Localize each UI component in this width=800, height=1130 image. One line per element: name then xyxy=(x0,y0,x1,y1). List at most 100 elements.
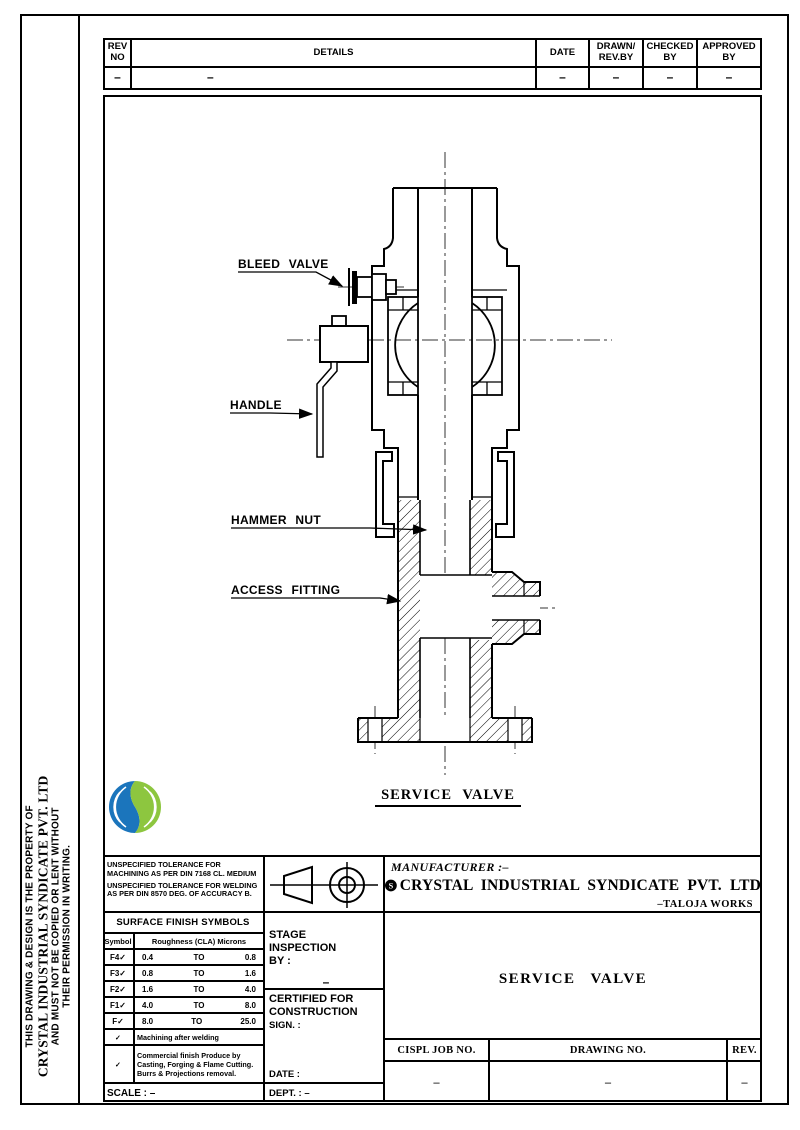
roughness-column-header: Roughness (CLA) Microns xyxy=(151,936,247,946)
max-value: 8.0 xyxy=(244,1000,256,1010)
rev-header-date: DATE xyxy=(535,40,588,68)
finish-symbol: F✓ xyxy=(103,1014,135,1028)
finish-row-f4: F4✓ 0.4 TO 0.8 xyxy=(103,950,263,966)
rev-header-drawnby: DRAWN/ REV.BY xyxy=(588,40,642,68)
min-value: 1.6 xyxy=(142,984,154,994)
left-strip-divider xyxy=(78,14,80,1105)
property-notice-line2: CRYSTAL INDUSTRIAL SYNDICATE PVT. LTD xyxy=(35,775,51,1078)
rev-header-revno: REV NO xyxy=(105,40,130,68)
drawing-caption: SERVICE VALVE xyxy=(375,787,521,807)
sep: TO xyxy=(193,952,205,962)
job-table-values: – – – xyxy=(385,1062,761,1102)
sheet-outer-border xyxy=(20,14,789,1105)
works-label: –TALOJA WORKS xyxy=(657,899,753,910)
projection-symbol-cell xyxy=(265,857,383,913)
label-access-fitting: ACCESS FITTING xyxy=(231,583,340,597)
approval-block: STAGE INSPECTION BY : – CERTIFIED FOR CO… xyxy=(265,855,385,1102)
rev-value-revno: – xyxy=(114,70,121,85)
rev-header-checkedby: CHECKED BY xyxy=(642,40,696,68)
centerlines xyxy=(287,152,612,775)
sep: TO xyxy=(193,984,205,994)
tolerance-note-machining: UNSPECIFIED TOLERANCE FOR MACHINING AS P… xyxy=(107,860,257,878)
company-mark-icon: S xyxy=(385,879,397,892)
company-logo-icon xyxy=(109,781,161,833)
tolerance-finish-block: UNSPECIFIED TOLERANCE FOR MACHINING AS P… xyxy=(103,855,265,1102)
company-name: CRYSTAL INDUSTRIAL SYNDICATE PVT. LTD xyxy=(399,876,761,894)
min-value: 8.0 xyxy=(142,1016,154,1026)
scale-field: SCALE : – xyxy=(107,1087,156,1099)
rev-value-checkedby: – xyxy=(642,68,696,88)
label-bleed-valve: BLEED VALVE xyxy=(238,257,329,271)
finish-row-f3: F3✓ 0.8 TO 1.6 xyxy=(103,966,263,982)
max-value: 25.0 xyxy=(240,1016,256,1026)
min-value: 4.0 xyxy=(142,1000,154,1010)
certified-label: CERTIFIED FOR CONSTRUCTION xyxy=(269,993,358,1018)
date-label: DATE : xyxy=(269,1069,300,1080)
job-no-header: CISPL JOB NO. xyxy=(397,1044,476,1056)
valve-cross-section: BLEED VALVE HANDLE HAMMER NUT ACCESS FIT… xyxy=(230,152,612,775)
bore-clearances xyxy=(368,575,540,742)
revision-table: REV NO DETAILS DATE DRAWN/ REV.BY CHECKE… xyxy=(103,38,762,90)
rev-header: REV. xyxy=(726,1040,761,1060)
min-value: 0.8 xyxy=(142,968,154,978)
job-no-value: – xyxy=(433,1074,440,1089)
label-handle: HANDLE xyxy=(230,398,282,412)
leader-lines xyxy=(230,271,428,605)
rev-value-drawnby: – xyxy=(588,68,642,88)
property-notice-line4: THEIR PERMISSION IN WRITING. xyxy=(62,844,74,1008)
rev-value: – xyxy=(726,1062,761,1102)
dept-field: DEPT. : – xyxy=(269,1087,310,1099)
sign-label: SIGN. : xyxy=(269,1019,301,1031)
finish-symbol: F1✓ xyxy=(103,998,135,1012)
manufacturer-label: MANUFACTURER :– xyxy=(391,860,509,874)
drawing-no-header: DRAWING NO. xyxy=(488,1040,726,1060)
logo-letter: S xyxy=(389,881,394,890)
sep: TO xyxy=(193,968,205,978)
title-block: MANUFACTURER :– S CRYSTAL INDUSTRIAL SYN… xyxy=(385,855,761,1102)
drawing-frame xyxy=(103,95,762,1102)
valve-body-outline xyxy=(357,187,541,743)
check-icon: ✓ xyxy=(103,1046,135,1082)
property-notice: THIS DRAWING & DESIGN IS THE PROPERTY OF… xyxy=(25,726,74,1126)
property-notice-line3: AND MUST NOT BE COPIED OR LENT WITHOUT xyxy=(50,807,62,1046)
symbol-column-header: Symbol xyxy=(103,934,135,948)
rev-value-approvedby: – xyxy=(696,68,760,88)
note-text: Machining after welding xyxy=(137,1032,219,1042)
tolerance-note-welding: UNSPECIFIED TOLERANCE FOR WELDING AS PER… xyxy=(107,880,258,899)
rev-header-details: DETAILS xyxy=(130,40,535,68)
job-table-header: CISPL JOB NO. DRAWING NO. REV. xyxy=(385,1040,761,1062)
certified-cell: CERTIFIED FOR CONSTRUCTION SIGN. : DATE … xyxy=(265,990,383,1084)
finish-note-commercial: ✓ Commercial finish Produce by Casting, … xyxy=(103,1046,263,1084)
rev-value-details: – xyxy=(130,68,535,88)
tolerance-notes: UNSPECIFIED TOLERANCE FOR MACHINING AS P… xyxy=(103,857,263,913)
check-icon: ✓ xyxy=(103,1030,135,1044)
stage-inspection-cell: STAGE INSPECTION BY : – xyxy=(265,913,383,990)
finish-symbol: F4✓ xyxy=(103,950,135,964)
sep: TO xyxy=(191,1016,203,1026)
third-angle-projection-icon xyxy=(270,862,378,908)
drawing-no-value: – xyxy=(488,1062,726,1102)
finish-symbol: F3✓ xyxy=(103,966,135,980)
manufacturer-cell: MANUFACTURER :– S CRYSTAL INDUSTRIAL SYN… xyxy=(385,857,761,913)
leader-bleed-valve xyxy=(238,271,344,287)
drawing-title-cell: SERVICE VALVE xyxy=(385,913,761,1040)
leader-handle xyxy=(230,408,314,419)
stage-inspection-label: STAGE INSPECTION BY : xyxy=(269,928,337,967)
stage-inspection-value: – xyxy=(322,974,330,989)
finish-row-f: F✓ 8.0 TO 25.0 xyxy=(103,1014,263,1030)
min-value: 0.4 xyxy=(142,952,154,962)
hammer-nut-outline xyxy=(375,451,515,538)
drawing-title: SERVICE VALVE xyxy=(498,971,648,987)
handle-outline xyxy=(316,315,369,458)
leader-hammer-nut xyxy=(231,524,428,535)
rev-value-date: – xyxy=(535,68,588,88)
max-value: 0.8 xyxy=(244,952,256,962)
max-value: 1.6 xyxy=(244,968,256,978)
leader-access-fitting xyxy=(231,593,402,605)
surface-finish-header: Symbol Roughness (CLA) Microns xyxy=(103,934,263,950)
label-hammer-nut: HAMMER NUT xyxy=(231,513,321,527)
finish-symbol: F2✓ xyxy=(103,982,135,996)
